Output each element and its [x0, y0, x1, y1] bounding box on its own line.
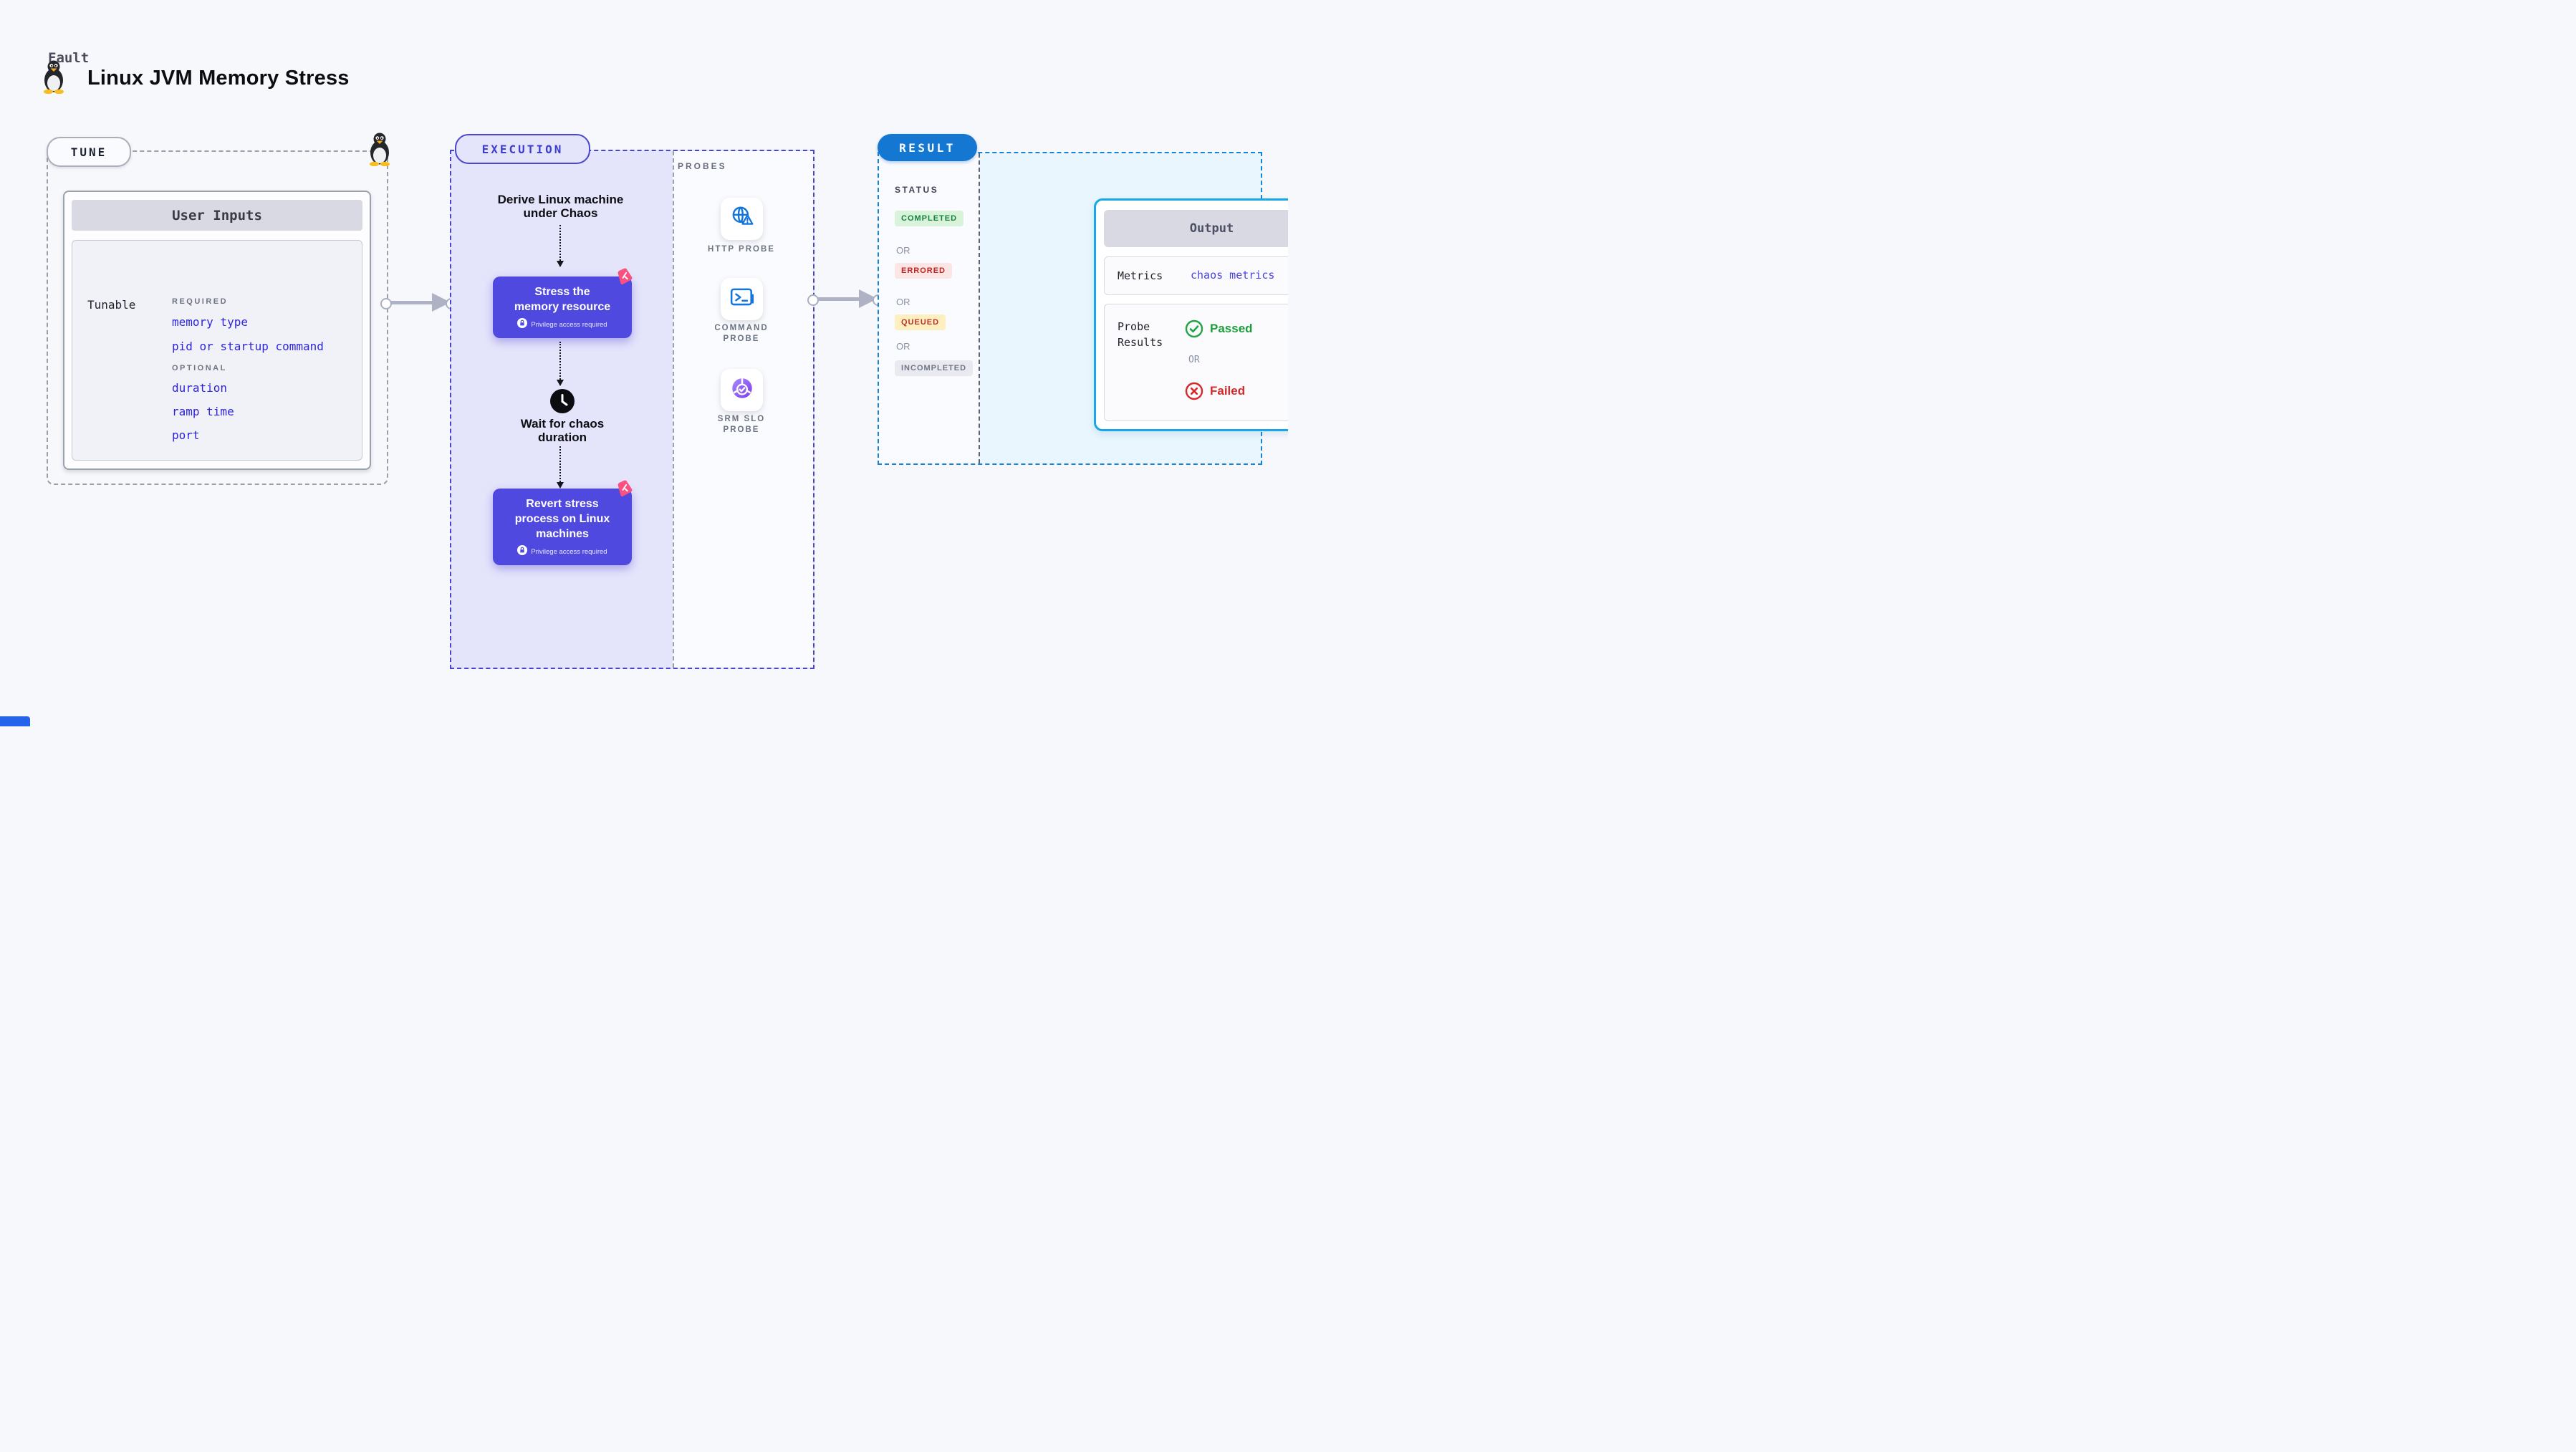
status-column: STATUS COMPLETED OR ERRORED OR QUEUED OR… — [879, 153, 980, 463]
command-probe-label: COMMAND PROBE — [714, 324, 769, 343]
diagram-canvas: Fault Linux JVM Memory Stress TUNE Us — [0, 0, 1288, 726]
tunable-memory-type-link[interactable]: memory type — [172, 315, 248, 329]
litmus-chaos-icon — [615, 479, 634, 501]
metrics-row: Metrics chaos metrics — [1104, 256, 1288, 295]
wait-step-text: Wait for chaos duration — [520, 417, 605, 444]
failed-result: Failed — [1185, 382, 1245, 400]
required-label: REQUIRED — [172, 297, 229, 306]
stress-memory-step-button[interactable]: Stress the memory resource Privilege acc… — [493, 277, 632, 338]
dotted-connector — [559, 342, 561, 380]
dotted-connector — [559, 446, 561, 482]
probe-results-row: Probe Results Passed OR — [1104, 304, 1288, 421]
connector-node — [807, 294, 819, 306]
user-inputs-body: Tunable REQUIRED memory type pid or star… — [72, 240, 362, 461]
or-label: OR — [896, 245, 910, 256]
arrow-tune-to-execution — [388, 301, 433, 304]
status-label: STATUS — [895, 185, 939, 195]
privilege-access-label: Privilege access required — [531, 548, 607, 556]
tux-penguin-icon-small — [367, 132, 393, 170]
tunable-row-label: Tunable — [87, 298, 136, 312]
revert-stress-step-button[interactable]: Revert stress process on Linux machines … — [493, 489, 632, 565]
dotted-connector — [559, 225, 561, 261]
or-label: OR — [1188, 355, 1200, 365]
tunable-port-link[interactable]: port — [172, 428, 200, 442]
tunable-pid-link[interactable]: pid or startup command — [172, 340, 324, 353]
dotted-connector-head — [557, 261, 564, 267]
command-probe-card[interactable] — [721, 278, 763, 320]
lock-icon — [517, 318, 528, 332]
probe-results-label: Probe Results — [1118, 320, 1163, 349]
clock-icon — [549, 388, 575, 418]
optional-label: OPTIONAL — [172, 364, 227, 372]
derive-step-text: Derive Linux machine under Chaos — [497, 193, 624, 220]
tux-penguin-icon — [41, 59, 67, 97]
or-label: OR — [896, 297, 910, 307]
result-badge: RESULT — [878, 134, 977, 161]
fault-category-label: Fault — [48, 50, 90, 66]
x-circle-icon — [1185, 382, 1203, 400]
output-column: Output Metrics chaos metrics Probe Resul… — [980, 153, 1288, 463]
srm-slo-probe-label: SRM SLO PROBE — [717, 415, 766, 434]
user-inputs-title: User Inputs — [72, 200, 362, 231]
tunable-ramp-time-link[interactable]: ramp time — [172, 405, 234, 418]
status-badge-incompleted: INCOMPLETED — [895, 360, 974, 376]
dotted-connector-head — [557, 482, 564, 489]
status-badge-completed: COMPLETED — [895, 211, 964, 226]
passed-result: Passed — [1185, 319, 1253, 338]
chaos-metrics-link[interactable]: chaos metrics — [1191, 269, 1275, 282]
http-probe-label: HTTP PROBE — [708, 245, 775, 254]
status-badge-queued: QUEUED — [895, 314, 946, 330]
cutoff-blue-element[interactable] — [0, 716, 30, 726]
litmus-chaos-icon — [615, 266, 634, 289]
probes-label: PROBES — [678, 161, 727, 171]
user-inputs-card: User Inputs Tunable REQUIRED memory type… — [63, 191, 371, 470]
dotted-connector-head — [557, 380, 564, 386]
or-label: OR — [896, 341, 910, 352]
arrow-execution-to-result — [815, 297, 860, 301]
slo-pie-check-icon — [729, 375, 755, 405]
page-title: Linux JVM Memory Stress — [87, 67, 350, 90]
check-circle-icon — [1185, 319, 1203, 338]
tunable-duration-link[interactable]: duration — [172, 381, 228, 395]
result-section-box: STATUS COMPLETED OR ERRORED OR QUEUED OR… — [878, 152, 1288, 465]
http-probe-card[interactable] — [721, 198, 763, 240]
output-card: Output Metrics chaos metrics Probe Resul… — [1094, 198, 1288, 431]
metrics-label: Metrics — [1118, 269, 1163, 282]
output-title: Output — [1104, 210, 1288, 247]
globe-alert-icon — [729, 204, 755, 234]
tune-badge: TUNE — [47, 137, 131, 167]
execution-badge: EXECUTION — [455, 134, 590, 164]
privilege-access-label: Privilege access required — [531, 321, 607, 329]
terminal-icon — [729, 284, 755, 314]
connector-node — [380, 298, 392, 309]
srm-slo-probe-card[interactable] — [721, 369, 763, 411]
tune-section-box — [47, 150, 388, 485]
lock-icon — [517, 545, 528, 559]
status-badge-errored: ERRORED — [895, 263, 953, 279]
